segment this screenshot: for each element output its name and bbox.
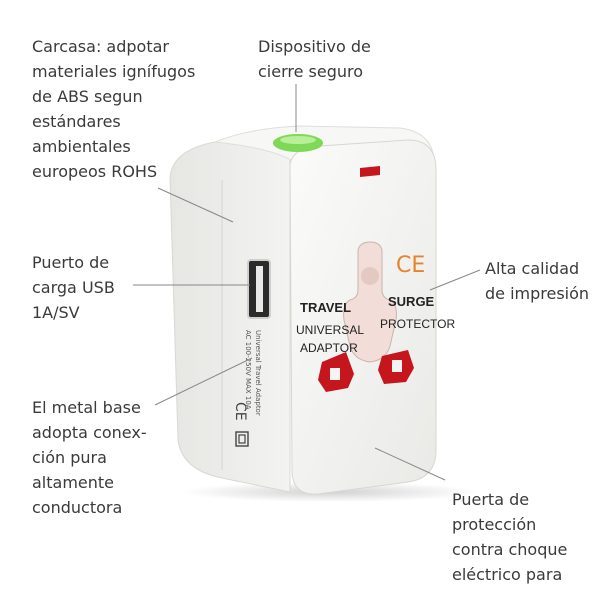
universal-socket <box>343 241 397 363</box>
label-universal: UNIVERSAL <box>296 323 364 337</box>
label-universal-adaptor: UNIVERSAL ADAPTOR <box>296 323 367 355</box>
callout-metal-base: El metal base adopta conex- ción pura al… <box>32 398 147 517</box>
callout-usb-port: Puerto de carga USB 1A/SV <box>32 253 115 322</box>
double-insulation-icon <box>235 431 249 447</box>
socket-slot-right-inner <box>392 360 402 372</box>
callout-casing: Carcasa: adpotar materiales ignífugos de… <box>32 37 196 181</box>
label-surge: SURGE <box>388 294 435 309</box>
side-ce-mark: CE <box>232 402 248 421</box>
socket-slot-left-inner <box>330 368 340 380</box>
leader-door <box>374 447 446 481</box>
lock-button-highlight <box>280 136 316 144</box>
label-adaptor: ADAPTOR <box>300 341 358 355</box>
label-travel: TRAVEL <box>300 300 351 315</box>
callout-safety-door: Puerta de protección contra choque eléct… <box>452 490 568 584</box>
front-ce-mark: CE <box>396 253 425 278</box>
callout-lock: Dispositivo de cierre seguro <box>258 37 371 81</box>
label-travel-adaptor: TRAVEL <box>300 300 351 315</box>
leader-casing <box>157 187 234 223</box>
label-protector: PROTECTOR <box>380 317 455 331</box>
side-print-1: AC 100-250V MAX 10A <box>244 330 252 410</box>
callout-print-quality: Alta calidad de impresión <box>485 259 590 303</box>
leader-print <box>429 269 481 291</box>
indicator-light <box>360 166 380 177</box>
leader-metal <box>154 357 253 406</box>
usb-port-insert <box>256 266 263 312</box>
double-insulation-icon-inner <box>238 434 246 444</box>
side-print-2: Universal Travel Adaptor <box>254 330 262 416</box>
adapter-side <box>169 139 291 493</box>
socket-ground-hole <box>361 267 379 285</box>
